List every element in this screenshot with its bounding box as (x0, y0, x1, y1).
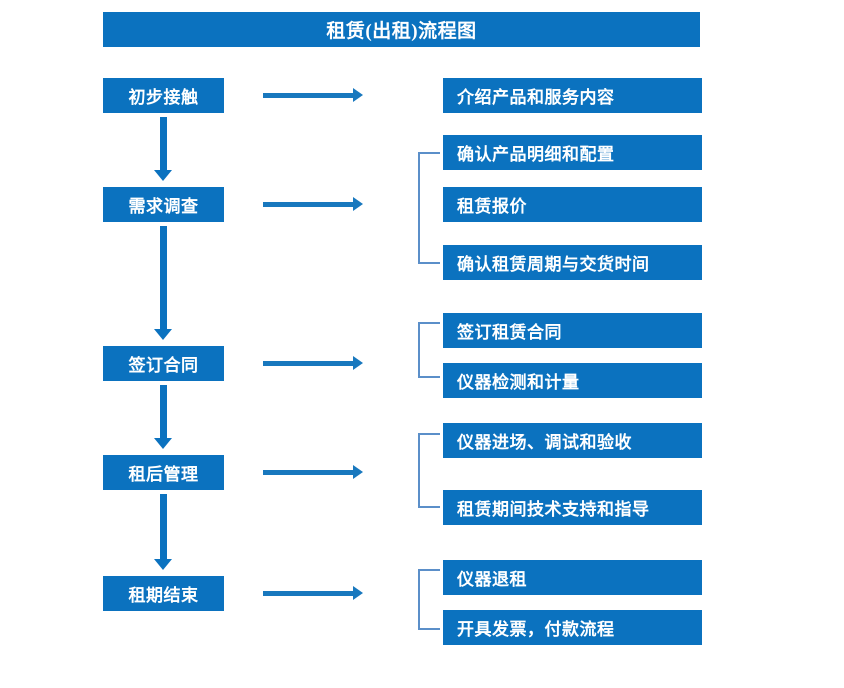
right-arrow-stage-2 (263, 197, 363, 211)
detail-box-8[interactable]: 租赁期间技术支持和指导 (443, 490, 702, 525)
detail-box-7[interactable]: 仪器进场、调试和验收 (443, 423, 702, 458)
bracket-group-4 (418, 433, 440, 508)
bracket-group-2 (418, 152, 440, 264)
right-arrow-stage-5 (263, 586, 363, 600)
detail-box-10[interactable]: 开具发票，付款流程 (443, 610, 702, 645)
detail-box-3[interactable]: 租赁报价 (443, 187, 702, 222)
detail-box-5[interactable]: 签订租赁合同 (443, 313, 702, 348)
page-title: 租赁(出租)流程图 (103, 12, 700, 47)
down-arrow-4-5 (154, 494, 172, 570)
down-arrow-2-3 (154, 226, 172, 340)
right-arrow-stage-3 (263, 356, 363, 370)
bracket-group-5 (418, 569, 440, 630)
stage-box-4[interactable]: 租后管理 (103, 455, 224, 490)
bracket-group-3 (418, 322, 440, 378)
right-arrow-stage-4 (263, 465, 363, 479)
detail-box-1[interactable]: 介绍产品和服务内容 (443, 78, 702, 113)
stage-box-2[interactable]: 需求调查 (103, 187, 224, 222)
right-arrow-stage-1 (263, 88, 363, 102)
detail-box-4[interactable]: 确认租赁周期与交货时间 (443, 245, 702, 280)
stage-box-5[interactable]: 租期结束 (103, 576, 224, 611)
down-arrow-1-2 (154, 117, 172, 181)
detail-box-9[interactable]: 仪器退租 (443, 560, 702, 595)
stage-box-1[interactable]: 初步接触 (103, 78, 224, 113)
down-arrow-3-4 (154, 385, 172, 449)
detail-box-2[interactable]: 确认产品明细和配置 (443, 135, 702, 170)
stage-box-3[interactable]: 签订合同 (103, 346, 224, 381)
detail-box-6[interactable]: 仪器检测和计量 (443, 363, 702, 398)
